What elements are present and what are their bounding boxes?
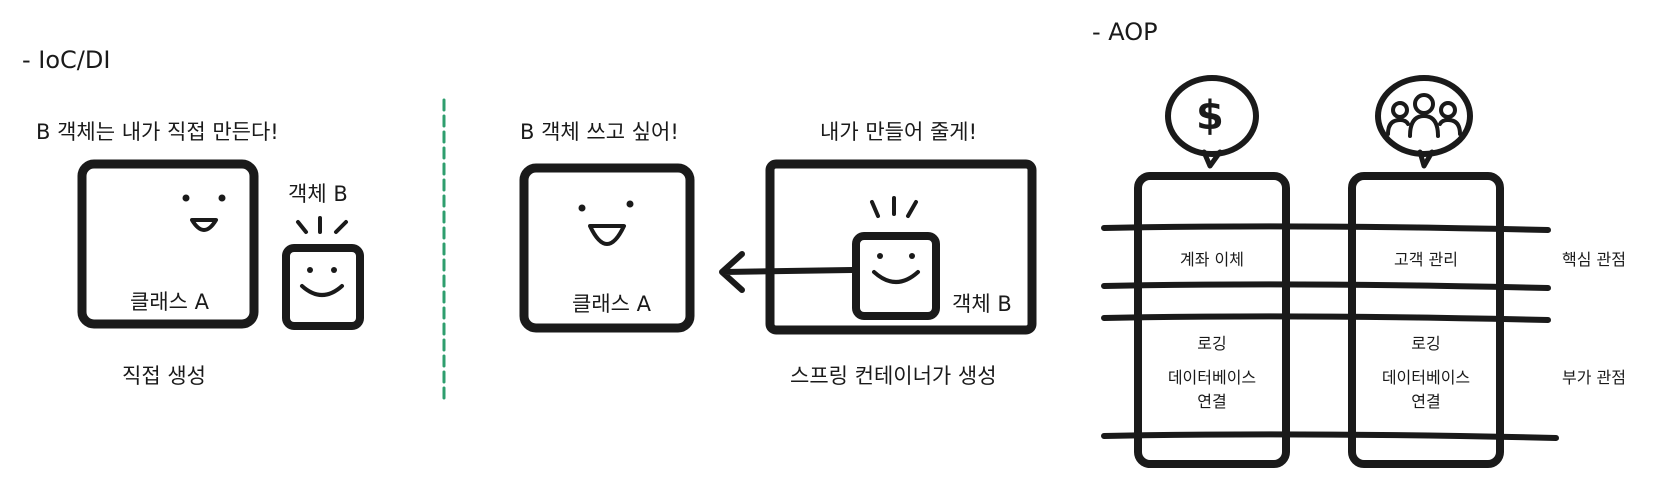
people-bubble-tail [1417, 149, 1435, 169]
class-a-box-direct [77, 159, 259, 329]
spring-speech-right: 내가 만들어 줄게! [820, 120, 978, 144]
aop-aux-1-connection: 연결 [1197, 392, 1227, 411]
aop-aux-1-logging: 로깅 [1197, 334, 1227, 353]
spring-object-label: 객체 B [952, 292, 1012, 316]
class-a-mouth [190, 218, 218, 232]
spring-class-a-eye-right [626, 200, 634, 208]
people-bubble [1375, 75, 1473, 157]
object-b-eye-right [331, 267, 337, 273]
aop-line-3 [1101, 313, 1551, 323]
object-b-box-direct [282, 244, 364, 330]
aop-core-1: 계좌 이체 [1180, 250, 1244, 269]
inject-arrow [719, 251, 855, 293]
object-b-smile [300, 284, 344, 297]
class-a-eye-right [218, 194, 226, 202]
direct-speech: B 객체는 내가 직접 만든다! [36, 120, 279, 144]
direct-caption: 직접 생성 [122, 364, 206, 388]
aop-core-2: 고객 관리 [1394, 250, 1458, 269]
aop-aux-2-connection: 연결 [1411, 392, 1441, 411]
object-b-box-spring [852, 232, 940, 320]
aop-aux-2-database: 데이터베이스 [1381, 368, 1471, 387]
spring-object-b-smile [872, 270, 920, 284]
direct-object-label: 객체 B [288, 182, 348, 206]
ioc-section-title: - IoC/DI [22, 46, 111, 74]
class-a-box-spring [519, 163, 695, 333]
aop-line-4 [1101, 431, 1559, 441]
spring-class-label: 클래스 A [572, 292, 652, 316]
people-icon [1386, 93, 1462, 138]
row-label-core: 핵심 관점 [1562, 250, 1626, 269]
aop-aux-2-logging: 로깅 [1411, 334, 1441, 353]
spring-object-b-eye-left [877, 253, 883, 259]
spring-class-a-mouth [588, 224, 626, 246]
spring-class-a-eye-left [578, 204, 586, 212]
dollar-bubble [1165, 75, 1259, 157]
spring-object-b-eye-right [909, 253, 915, 259]
class-a-eye-left [182, 194, 190, 202]
dollar-icon: $ [1196, 93, 1224, 139]
spring-container-box [765, 159, 1037, 335]
object-b-sparkle [296, 216, 348, 234]
spring-caption: 스프링 컨테이너가 생성 [790, 364, 997, 388]
dollar-bubble-tail [1201, 149, 1223, 169]
aop-line-2 [1101, 281, 1551, 291]
aop-aux-1-database: 데이터베이스 [1167, 368, 1257, 387]
aop-line-1 [1101, 223, 1551, 233]
direct-class-label: 클래스 A [130, 290, 210, 314]
spring-object-b-sparkle [870, 196, 918, 218]
spring-speech-left: B 객체 쓰고 싶어! [520, 120, 679, 144]
row-label-aux: 부가 관점 [1562, 368, 1626, 387]
aop-section-title: - AOP [1092, 18, 1158, 46]
object-b-eye-left [307, 267, 313, 273]
